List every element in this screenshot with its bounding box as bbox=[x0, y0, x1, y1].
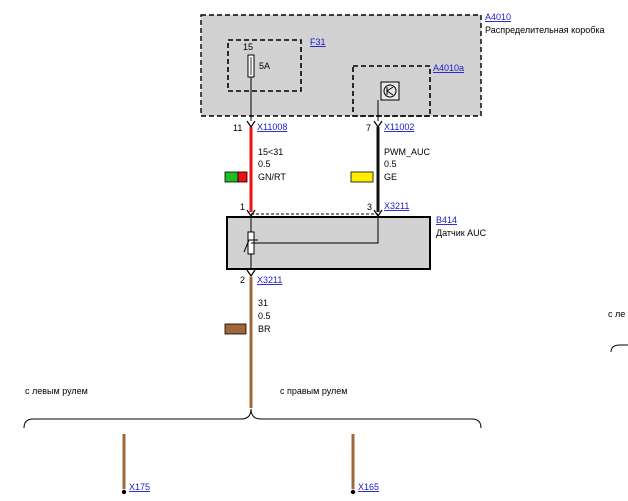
wire-lower-signal: 31 bbox=[258, 298, 268, 308]
variant-brace bbox=[23, 408, 482, 429]
wire-lower-gauge: 0.5 bbox=[258, 311, 271, 321]
x3211-pin1: 1 bbox=[240, 202, 245, 212]
offpage-brace bbox=[610, 344, 628, 353]
variant-left-label: с левым рулем bbox=[25, 386, 88, 396]
wire-left-signal: 15<31 bbox=[258, 147, 283, 157]
wire-color-swatch-gn bbox=[224, 171, 239, 183]
connector-x11002-icon bbox=[373, 120, 383, 129]
x3211-link-top[interactable]: X3211 bbox=[384, 201, 409, 211]
a4010-name: Распределительная коробка bbox=[485, 25, 605, 35]
x165-link[interactable]: X165 bbox=[358, 482, 379, 492]
fuse-f31-box[interactable] bbox=[227, 39, 302, 92]
wire-left-gauge: 0.5 bbox=[258, 159, 271, 169]
connector-x3211-pin2-icon bbox=[246, 269, 256, 278]
wire-color-swatch-ge bbox=[350, 171, 374, 183]
x175-link[interactable]: X175 bbox=[129, 482, 150, 492]
wire-right-gauge: 0.5 bbox=[384, 159, 397, 169]
wire-right-color: GE bbox=[384, 172, 397, 182]
module-a4010a-box[interactable] bbox=[352, 65, 431, 117]
transistor-icon bbox=[383, 84, 397, 98]
ground-point-x175 bbox=[121, 489, 127, 495]
x11008-pin: 11 bbox=[233, 123, 242, 133]
b414-name: Датчик AUC bbox=[436, 228, 487, 238]
f31-link[interactable]: F31 bbox=[310, 37, 326, 47]
x11008-link[interactable]: X11008 bbox=[257, 122, 287, 132]
a4010-link[interactable]: A4010 bbox=[485, 12, 511, 22]
x11002-link[interactable]: X11002 bbox=[384, 122, 414, 132]
wire-color-swatch-br bbox=[224, 323, 247, 335]
variant-right-label: с правым рулем bbox=[280, 386, 347, 396]
wire-left-color: GN/RT bbox=[258, 172, 286, 182]
x3211-pin2: 2 bbox=[240, 275, 245, 285]
b414-link[interactable]: B414 bbox=[436, 215, 457, 225]
a4010a-link[interactable]: A4010a bbox=[433, 63, 464, 73]
offpage-variant-label: с ле bbox=[608, 309, 625, 319]
wire-lower-color: BR bbox=[258, 324, 271, 334]
ground-point-x165 bbox=[350, 489, 356, 495]
x11002-pin: 7 bbox=[366, 123, 371, 133]
x3211-link-bottom[interactable]: X3211 bbox=[257, 275, 282, 285]
wire-right-signal: PWM_AUC bbox=[384, 147, 431, 157]
connector-x11008-icon bbox=[246, 120, 256, 129]
wire-color-swatch-rt bbox=[237, 171, 248, 183]
f31-pin: 15 bbox=[243, 42, 253, 52]
x3211-pin3: 3 bbox=[367, 202, 372, 212]
f31-rating: 5A bbox=[259, 61, 270, 71]
